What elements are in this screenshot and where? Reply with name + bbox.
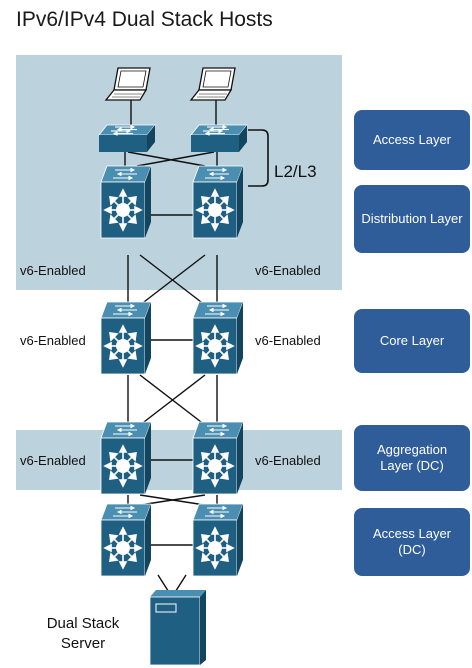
core-switch-icon xyxy=(100,301,152,375)
top-band xyxy=(16,55,342,290)
access-switch-icon xyxy=(98,124,156,153)
aggregation-layer-box: Aggregation Layer (DC) xyxy=(354,425,470,491)
distribution-switch-icon xyxy=(100,165,152,239)
agg-right-enabled-label: v6-Enabled xyxy=(255,453,321,468)
core-right-enabled-label: v6-Enabled xyxy=(255,333,321,348)
access-switch-icon xyxy=(190,124,248,153)
l2-l3-label: L2/L3 xyxy=(274,162,317,181)
core-left-enabled-label: v6-Enabled xyxy=(20,333,86,348)
dist-left-enabled-label: v6-Enabled xyxy=(20,263,86,278)
server-label-line1: Dual Stack xyxy=(46,615,120,632)
l2-l3-bracket xyxy=(248,129,269,187)
server-label: Dual Stack Server xyxy=(38,614,128,654)
server-label-line2: Server xyxy=(60,635,106,652)
server-icon xyxy=(149,590,206,666)
distribution-switch-icon xyxy=(192,165,244,239)
core-switch-icon xyxy=(192,301,244,375)
connection-lines xyxy=(124,100,218,598)
access-layer-box: Access Layer xyxy=(354,110,470,170)
access-dc-layer-label: Access Layer (DC) xyxy=(372,526,452,557)
distribution-layer-label: Distribution Layer xyxy=(361,211,463,226)
access-layer-label: Access Layer xyxy=(372,132,452,147)
dist-right-enabled-label: v6-Enabled xyxy=(255,263,321,278)
access-dc-switch-icon xyxy=(192,503,244,577)
access-dc-switch-icon xyxy=(100,503,152,577)
core-layer-label: Core Layer xyxy=(379,333,445,348)
aggregation-layer-label: Aggregation Layer (DC) xyxy=(376,442,448,473)
agg-left-enabled-label: v6-Enabled xyxy=(20,453,86,468)
access-dc-layer-box: Access Layer (DC) xyxy=(354,508,470,576)
core-layer-box: Core Layer xyxy=(354,309,470,373)
aggregation-switch-icon xyxy=(192,421,244,495)
aggregation-switch-icon xyxy=(100,421,152,495)
page-title: IPv6/IPv4 Dual Stack Hosts xyxy=(16,8,273,31)
distribution-layer-box: Distribution Layer xyxy=(354,185,470,253)
